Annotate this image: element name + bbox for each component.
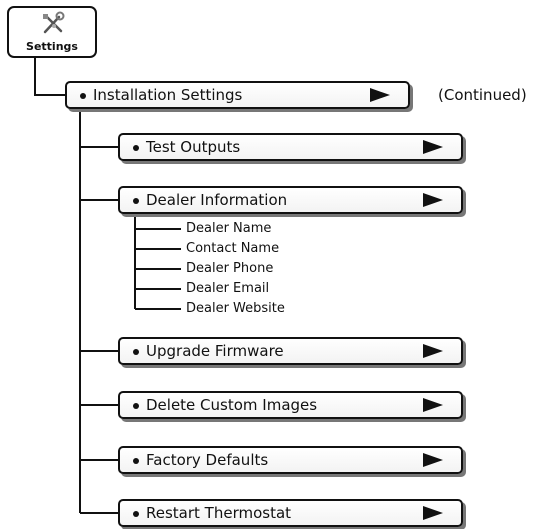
bullet-icon — [133, 145, 139, 151]
play-arrow-icon — [423, 398, 443, 412]
bullet-icon — [133, 349, 139, 355]
factory-defaults-box[interactable]: Factory Defaults — [118, 446, 463, 474]
contact-name-item: Contact Name — [186, 241, 280, 256]
dealer-information-label: Dealer Information — [146, 191, 288, 209]
bullet-icon — [133, 511, 139, 517]
test-outputs-label: Test Outputs — [146, 138, 241, 156]
test-outputs-box[interactable]: Test Outputs — [118, 133, 463, 161]
dealer-email-item: Dealer Email — [186, 281, 270, 296]
upgrade-firmware-label: Upgrade Firmware — [146, 342, 284, 360]
play-arrow-icon — [423, 453, 443, 467]
factory-defaults-label: Factory Defaults — [146, 451, 269, 469]
play-arrow-icon — [423, 344, 443, 358]
bullet-icon — [80, 93, 86, 99]
installation-settings-box[interactable]: Installation Settings — [65, 81, 410, 109]
restart-thermostat-label: Restart Thermostat — [146, 504, 292, 522]
settings-root-box[interactable]: Settings — [7, 6, 97, 58]
play-arrow-icon — [370, 88, 390, 102]
restart-thermostat-box[interactable]: Restart Thermostat — [118, 499, 463, 527]
dealer-name-item: Dealer Name — [186, 221, 272, 236]
delete-custom-images-box[interactable]: Delete Custom Images — [118, 391, 463, 419]
bullet-icon — [133, 198, 139, 204]
bullet-icon — [133, 403, 139, 409]
dealer-information-box[interactable]: Dealer Information — [118, 186, 463, 214]
play-arrow-icon — [423, 506, 443, 520]
installation-settings-label: Installation Settings — [93, 86, 243, 104]
bullet-icon — [133, 458, 139, 464]
settings-root-label: Settings — [26, 40, 78, 53]
play-arrow-icon — [423, 140, 443, 154]
play-arrow-icon — [423, 193, 443, 207]
upgrade-firmware-box[interactable]: Upgrade Firmware — [118, 337, 463, 365]
dealer-website-item: Dealer Website — [186, 301, 285, 316]
tools-icon — [43, 11, 65, 34]
delete-custom-images-label: Delete Custom Images — [146, 396, 318, 414]
continued-note: (Continued) — [438, 86, 527, 104]
dealer-phone-item: Dealer Phone — [186, 261, 274, 276]
